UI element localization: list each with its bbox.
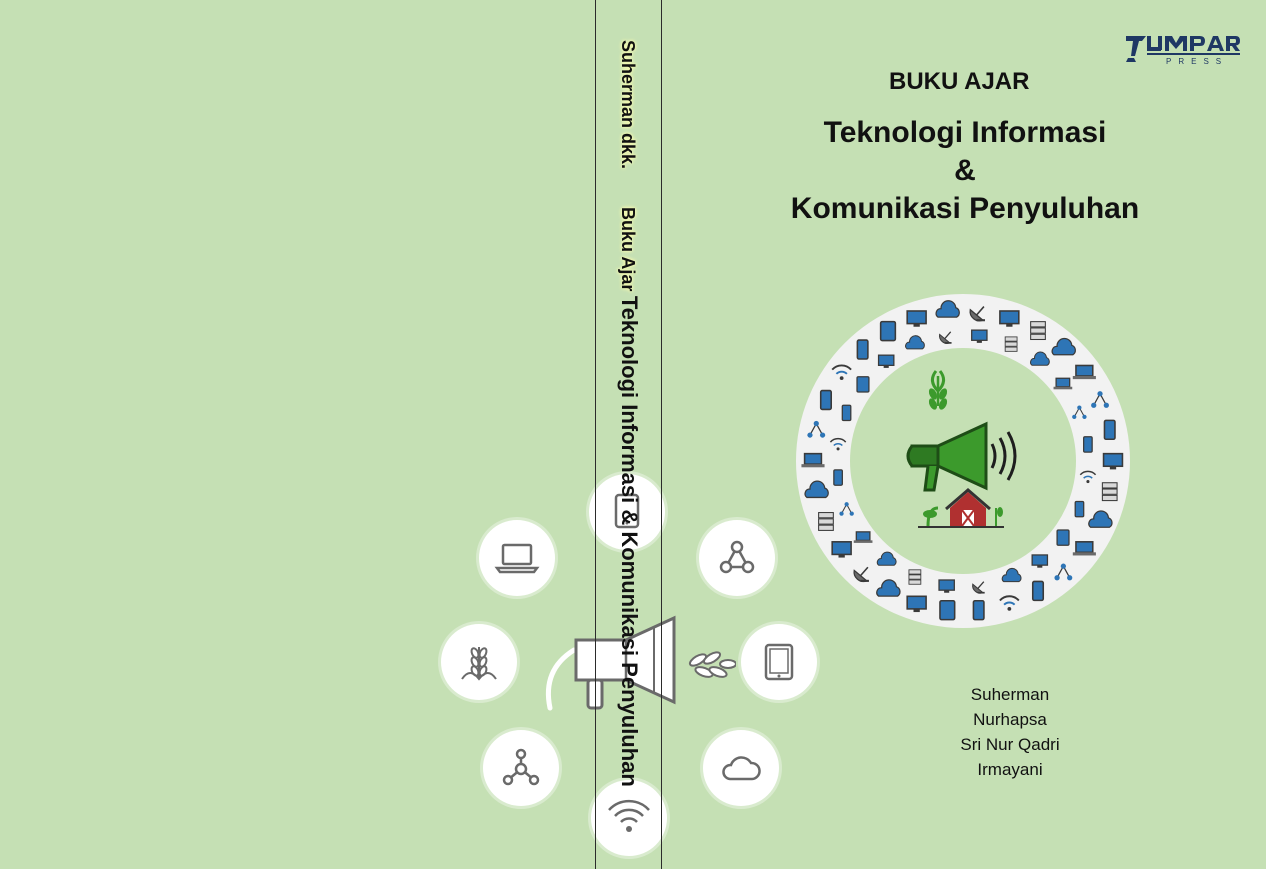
- cloud-icon: [1088, 510, 1113, 528]
- tablet-circle-right: [741, 624, 817, 700]
- tablet-circle: [589, 474, 665, 550]
- dish-icon: [969, 306, 985, 322]
- wifi-icon: [608, 799, 650, 832]
- author-name: Irmayani: [977, 760, 1043, 779]
- monitor-icon: [938, 579, 955, 593]
- technology-ring-illustration: [796, 294, 1130, 628]
- wheat-icon: [461, 647, 497, 681]
- node-icon: [1091, 391, 1109, 408]
- phone-icon: [841, 404, 852, 422]
- node-icon: [839, 502, 854, 516]
- laptop-icon: [853, 531, 873, 543]
- monitor-icon: [906, 595, 927, 613]
- monitor-icon: [831, 541, 852, 558]
- svg-text:PRESS: PRESS: [1166, 57, 1228, 66]
- laptop-icon: [1072, 541, 1096, 556]
- cloud-icon: [1030, 351, 1050, 366]
- monitor-icon: [877, 354, 895, 368]
- laptop-icon: [801, 452, 825, 468]
- megaphone-icon: [545, 615, 736, 711]
- phone-icon: [972, 599, 985, 621]
- dish-icon: [972, 581, 985, 594]
- phone-icon: [1103, 419, 1116, 441]
- server-icon: [1030, 321, 1046, 341]
- tablet-icon: [939, 599, 956, 621]
- server-icon: [1101, 482, 1118, 502]
- tablet-icon: [879, 320, 897, 342]
- phone-icon: [819, 389, 833, 411]
- node-icon: [807, 420, 826, 438]
- laptop-icon: [1053, 377, 1073, 390]
- network-circle-left: [483, 730, 559, 806]
- monitor-icon: [1031, 554, 1049, 568]
- monitor-icon: [971, 329, 988, 343]
- center-megaphone-icon: [906, 370, 1017, 528]
- dish-icon: [939, 331, 952, 344]
- cloud-icon: [905, 335, 925, 350]
- title-line-2: &: [954, 154, 976, 187]
- tablet-icon: [856, 376, 870, 393]
- cloud-icon: [876, 551, 897, 566]
- cloud-icon: [935, 300, 960, 318]
- cloud-icon: [722, 756, 761, 781]
- cloud-icon: [804, 480, 829, 499]
- laptop-icon: [1072, 364, 1096, 380]
- wifi-icon: [831, 364, 852, 380]
- author-name: Nurhapsa: [973, 710, 1047, 729]
- title-line-1: Teknologi Informasi: [823, 116, 1107, 149]
- phone-icon: [856, 339, 869, 360]
- phone-icon: [1074, 500, 1085, 518]
- author-list: Suherman Nurhapsa Sri Nur Qadri Irmayani: [945, 682, 1075, 782]
- phone-icon: [833, 469, 843, 486]
- tablet-icon: [614, 493, 640, 529]
- spine-title: Teknologi Informasi & Komunikasi Penyulu…: [617, 295, 642, 787]
- server-icon: [1004, 336, 1018, 352]
- spine-author: Suherman dkk.: [618, 40, 638, 170]
- server-icon: [908, 569, 922, 585]
- network-icon: [719, 540, 755, 574]
- spine-text: Suherman dkk. Buku Ajar Teknologi Informa…: [616, 40, 642, 787]
- wheat-circle: [441, 624, 517, 700]
- monitor-icon: [1102, 452, 1124, 470]
- wifi-icon: [829, 437, 847, 451]
- author-name: Suherman: [970, 685, 1050, 704]
- author-name: Sri Nur Qadri: [960, 735, 1060, 754]
- cloud-icon: [1051, 337, 1076, 356]
- phone-icon: [1083, 436, 1093, 453]
- monitor-icon: [906, 310, 927, 327]
- wifi-circle: [591, 780, 667, 856]
- node-icon: [1054, 563, 1073, 581]
- cloud-icon: [876, 579, 901, 597]
- title-line-3: Komunikasi Penyuluhan: [790, 192, 1140, 225]
- tablet-icon: [1056, 529, 1070, 546]
- network-icon: [502, 748, 540, 786]
- node-icon: [1072, 405, 1087, 420]
- phone-icon: [1031, 580, 1045, 602]
- network-circle-right: [699, 520, 775, 596]
- server-icon: [818, 512, 834, 531]
- wifi-icon: [1079, 470, 1097, 484]
- book-title: Teknologi Informasi & Komunikasi Penyulu…: [770, 114, 1160, 228]
- cloud-circle: [703, 730, 779, 806]
- wifi-icon: [999, 595, 1020, 611]
- monitor-icon: [999, 310, 1020, 327]
- tumpar-press-logo: PRESS: [1126, 36, 1240, 66]
- spine-right-border: [661, 0, 662, 869]
- spine-label: Buku Ajar: [618, 207, 638, 292]
- laptop-icon: [494, 543, 540, 574]
- tablet-icon: [764, 643, 794, 681]
- cloud-icon: [1001, 567, 1022, 583]
- book-label: BUKU AJAR: [889, 68, 1030, 95]
- spine-left-border: [595, 0, 596, 869]
- laptop-circle: [479, 520, 555, 596]
- dish-icon: [853, 566, 869, 583]
